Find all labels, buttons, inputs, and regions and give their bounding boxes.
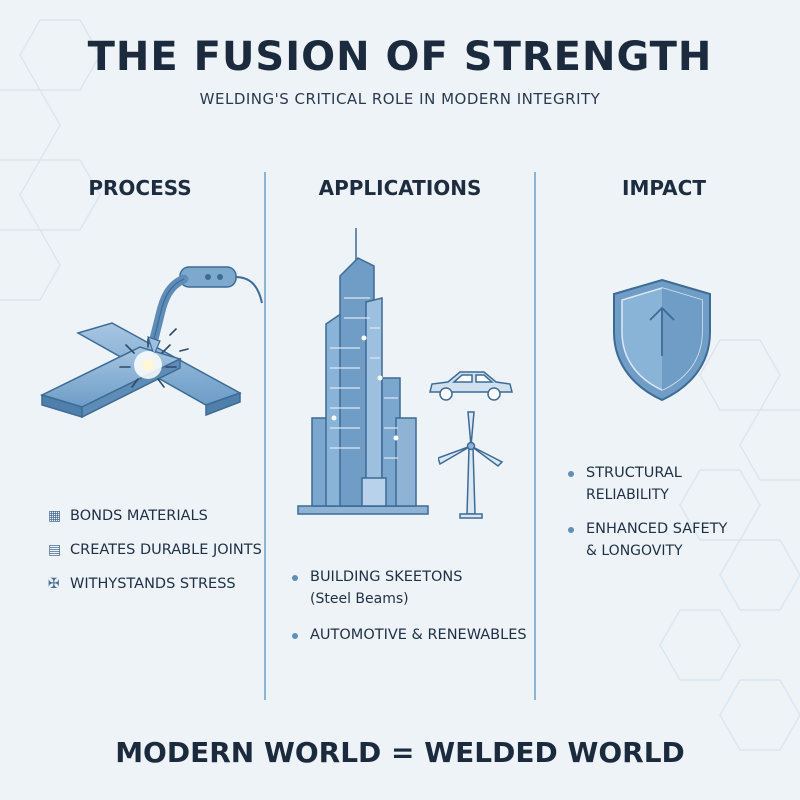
wind-turbine-icon (438, 411, 504, 519)
bullet-icon (292, 566, 310, 588)
page-subtitle: WELDING'S CRITICAL ROLE IN MODERN INTEGR… (199, 90, 601, 108)
list-item-label: AUTOMOTIVE & RENEWABLES (310, 627, 527, 643)
list-item-sub: (Steel Beams) (310, 591, 409, 607)
bullet-icon (292, 624, 310, 646)
column-divider-left (264, 172, 266, 700)
car-icon (429, 371, 513, 401)
list-item-label: BUILDING SKEETONS (310, 569, 463, 585)
footer-tagline: MODERN WORLD = WELDED WORLD (115, 736, 685, 769)
impact-list: STRUCTURAL RELIABILITY ENHANCED SAFETY &… (568, 462, 727, 562)
list-item: STRUCTURAL RELIABILITY (568, 462, 727, 506)
shield-icon (613, 278, 711, 402)
applications-heading: APPLICATIONS (318, 176, 482, 200)
list-item: ✠ WITHYSTANDS STRESS (48, 573, 262, 595)
list-item-sub: RELIABILITY (586, 487, 669, 503)
process-list: ▦ BONDS MATERIALS ▤ CREATES DURABLE JOIN… (48, 505, 262, 595)
list-item: ▤ CREATES DURABLE JOINTS (48, 539, 262, 561)
bullet-icon (568, 518, 586, 540)
bonds-icon: ▦ (48, 508, 62, 524)
welding-torch-icon (39, 266, 263, 419)
column-divider-right (534, 172, 536, 700)
impact-heading: IMPACT (622, 176, 706, 200)
list-item-label: STRUCTURAL (586, 465, 682, 481)
bullet-icon (568, 462, 586, 484)
joint-icon: ▤ (48, 542, 62, 558)
tools-icon: ✠ (48, 576, 60, 592)
list-item: AUTOMOTIVE & RENEWABLES (292, 624, 527, 646)
list-item: ▦ BONDS MATERIALS (48, 505, 262, 527)
process-heading: PROCESS (88, 176, 192, 200)
skyscraper-icon (297, 228, 429, 515)
list-item-label: ENHANCED SAFETY (586, 521, 728, 537)
applications-list: BUILDING SKEETONS (Steel Beams) AUTOMOTI… (292, 566, 527, 646)
list-item: BUILDING SKEETONS (Steel Beams) (292, 566, 527, 610)
page-title: THE FUSION OF STRENGTH (87, 34, 713, 80)
list-item: ENHANCED SAFETY & LONGOVITY (568, 518, 727, 562)
list-item-sub: & LONGOVITY (586, 543, 683, 559)
